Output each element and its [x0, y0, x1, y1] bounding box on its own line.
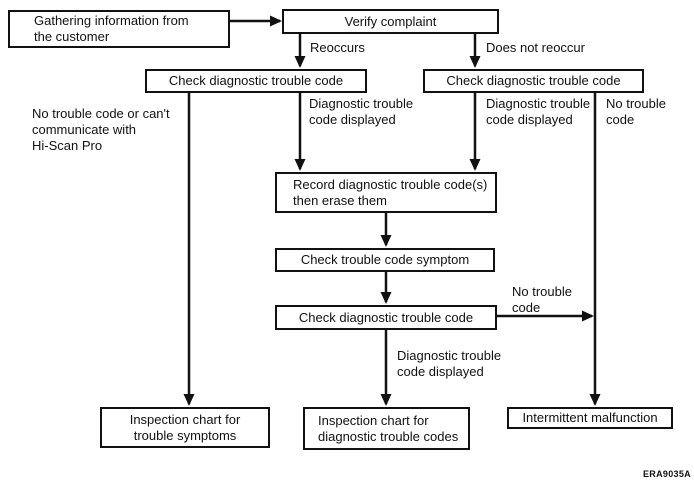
- label-no-trouble-code-mid: No trouble code: [512, 284, 572, 316]
- label-line: Diagnostic trouble: [397, 348, 502, 363]
- box-check-dtc-left: Check diagnostic trouble code: [145, 69, 367, 93]
- box-text-line: Check diagnostic trouble code: [298, 309, 474, 325]
- box-check-dtc-right: Check diagnostic trouble code: [423, 69, 644, 93]
- box-inspection-chart-dtc: Inspection chart for diagnostic trouble …: [303, 407, 470, 450]
- label-line: communicate with: [32, 122, 137, 137]
- box-text-line: Intermittent malfunction: [522, 410, 658, 425]
- label-does-not-reoccur: Does not reoccur: [486, 40, 585, 55]
- label-line: code displayed: [397, 364, 484, 379]
- box-text-line: the customer: [34, 29, 110, 44]
- label-line: Diagnostic trouble: [486, 96, 591, 111]
- box-verify-complaint: Verify complaint: [282, 9, 499, 34]
- box-text-line: Inspection chart for: [129, 411, 241, 427]
- box-record-erase-dtc: Record diagnostic trouble code(s) then e…: [275, 172, 497, 213]
- label-line: Diagnostic trouble: [309, 96, 414, 111]
- label-line: code: [512, 300, 541, 315]
- box-text-line: then erase them: [293, 192, 387, 208]
- box-intermittent-malfunction: Intermittent malfunction: [507, 407, 673, 429]
- label-dtc-displayed-left: Diagnostic trouble code displayed: [309, 96, 413, 128]
- box-gathering-information: Gathering information from the customer: [8, 10, 230, 48]
- label-reoccurs: Reoccurs: [310, 40, 365, 55]
- label-line: No trouble: [512, 284, 572, 299]
- box-text-line: Check diagnostic trouble code: [446, 73, 621, 88]
- label-line: Hi-Scan Pro: [32, 138, 103, 153]
- label-no-trouble-code-hiscan: No trouble code or can't communicate wit…: [32, 106, 170, 154]
- label-dtc-displayed-bottom: Diagnostic trouble code displayed: [397, 348, 501, 380]
- label-line: code: [606, 112, 635, 127]
- box-text-line: Inspection chart for: [318, 412, 429, 428]
- label-line: code displayed: [486, 112, 573, 127]
- label-dtc-displayed-right: Diagnostic trouble code displayed: [486, 96, 590, 128]
- box-text-line: Check diagnostic trouble code: [168, 73, 344, 88]
- box-text-line: diagnostic trouble codes: [318, 428, 459, 444]
- box-inspection-chart-trouble-symptoms: Inspection chart for trouble symptoms: [100, 407, 270, 448]
- label-line: No trouble: [606, 96, 666, 111]
- box-text-line: Check trouble code symptom: [300, 252, 470, 267]
- drawing-number: ERA9035A: [643, 469, 691, 479]
- label-no-trouble-code-right: No trouble code: [606, 96, 666, 128]
- box-text-line: trouble symptoms: [133, 427, 237, 443]
- label-line: code displayed: [309, 112, 396, 127]
- box-check-dtc-bottom: Check diagnostic trouble code: [275, 305, 497, 330]
- box-text-line: Verify complaint: [344, 13, 437, 29]
- box-text-line: Gathering information from: [34, 13, 189, 28]
- box-check-trouble-code-symptom: Check trouble code symptom: [275, 248, 495, 272]
- label-line: No trouble code or can't: [32, 106, 170, 121]
- box-text-line: Record diagnostic trouble code(s): [293, 176, 488, 192]
